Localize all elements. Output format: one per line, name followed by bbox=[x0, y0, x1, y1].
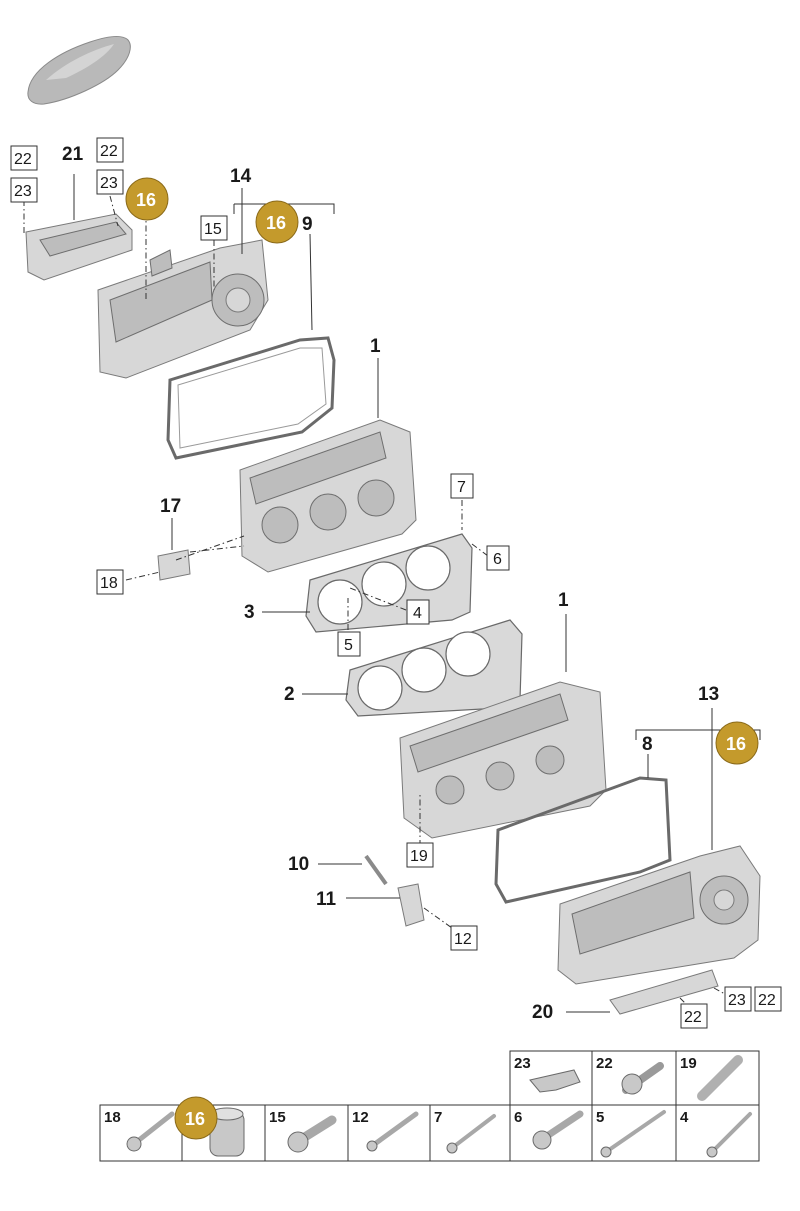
callout-1-upper: 1 bbox=[370, 336, 381, 357]
callout-11: 11 bbox=[316, 889, 337, 910]
cylinder-head-upper-part[interactable] bbox=[239, 419, 417, 573]
dowel-pin-icon bbox=[697, 1055, 743, 1101]
svg-text:16: 16 bbox=[136, 190, 156, 210]
svg-text:7: 7 bbox=[457, 479, 466, 496]
table-cell-5: 5 bbox=[596, 1109, 604, 1126]
callout-13: 13 bbox=[698, 684, 719, 705]
svg-text:18: 18 bbox=[100, 575, 118, 592]
stud-icon bbox=[621, 1062, 664, 1095]
bolt-5-icon bbox=[600, 1110, 666, 1158]
svg-text:16: 16 bbox=[266, 213, 286, 233]
svg-text:22: 22 bbox=[684, 1009, 702, 1026]
callout-20: 20 bbox=[532, 1002, 553, 1023]
cylinder-head-lower-part[interactable] bbox=[399, 681, 607, 839]
clip-nut-icon bbox=[529, 1069, 581, 1093]
ref-box-22a[interactable]: 22 bbox=[10, 145, 38, 171]
bolt-7-icon bbox=[446, 1114, 496, 1154]
callout-8: 8 bbox=[642, 734, 653, 755]
svg-text:19: 19 bbox=[410, 848, 428, 865]
svg-text:23: 23 bbox=[728, 992, 746, 1009]
table-cell-15: 15 bbox=[269, 1109, 286, 1126]
svg-text:12: 12 bbox=[454, 931, 472, 948]
callout-2: 2 bbox=[284, 684, 295, 705]
bolt-6-icon bbox=[532, 1110, 584, 1150]
table-cell-12: 12 bbox=[352, 1109, 369, 1126]
svg-text:22: 22 bbox=[14, 151, 32, 168]
upper-camshaft-housing-part[interactable] bbox=[97, 239, 269, 379]
table-cell-19: 19 bbox=[680, 1055, 697, 1072]
svg-text:22: 22 bbox=[100, 143, 118, 160]
badge-16-right[interactable]: 16 bbox=[715, 721, 759, 765]
bolt-15-icon bbox=[287, 1115, 337, 1153]
callout-1-lower: 1 bbox=[558, 590, 569, 611]
svg-text:23: 23 bbox=[14, 183, 32, 200]
bolt-4-icon bbox=[706, 1112, 752, 1158]
cover-strip-part-20[interactable] bbox=[609, 969, 719, 1015]
ref-box-18[interactable]: 18 bbox=[96, 569, 124, 595]
table-cell-23: 23 bbox=[514, 1055, 531, 1072]
plug-icon bbox=[209, 1107, 245, 1157]
svg-text:4: 4 bbox=[413, 605, 422, 622]
table-cell-18: 18 bbox=[104, 1109, 121, 1126]
sensor-part-10[interactable] bbox=[364, 854, 388, 886]
ref-box-23a[interactable]: 23 bbox=[10, 177, 38, 203]
callout-14: 14 bbox=[230, 166, 252, 187]
callout-21: 21 bbox=[62, 144, 84, 165]
ref-box-22c[interactable]: 22 bbox=[754, 986, 782, 1012]
svg-text:16: 16 bbox=[726, 734, 746, 754]
ref-box-5[interactable]: 5 bbox=[337, 631, 361, 657]
ref-box-6[interactable]: 6 bbox=[486, 545, 510, 571]
svg-text:23: 23 bbox=[100, 175, 118, 192]
table-cell-4: 4 bbox=[680, 1109, 689, 1126]
car-silhouette-icon bbox=[27, 35, 131, 105]
ref-box-22d[interactable]: 22 bbox=[680, 1003, 708, 1029]
badge-16-table[interactable]: 16 bbox=[174, 1096, 218, 1140]
ref-box-22b[interactable]: 22 bbox=[96, 137, 124, 163]
ref-box-12[interactable]: 12 bbox=[450, 925, 478, 951]
lower-camshaft-housing-part[interactable] bbox=[557, 845, 761, 985]
sensor-part-11[interactable] bbox=[397, 883, 425, 927]
valve-cover-gasket-upper-part[interactable] bbox=[166, 336, 336, 460]
svg-text:15: 15 bbox=[204, 221, 222, 238]
ref-box-4[interactable]: 4 bbox=[406, 599, 430, 625]
ref-box-19[interactable]: 19 bbox=[406, 842, 434, 868]
table-cell-7: 7 bbox=[434, 1109, 442, 1126]
callout-9: 9 bbox=[302, 214, 313, 235]
valve-cover-gasket-lower-part[interactable] bbox=[494, 776, 672, 904]
callout-17: 17 bbox=[160, 496, 181, 517]
ref-box-7[interactable]: 7 bbox=[450, 473, 474, 499]
ref-box-23b[interactable]: 23 bbox=[96, 169, 124, 195]
badge-16-top[interactable]: 16 bbox=[255, 200, 299, 244]
table-cell-6: 6 bbox=[514, 1109, 522, 1126]
bolt-12-icon bbox=[366, 1111, 419, 1152]
badge-16-top-left[interactable]: 16 bbox=[125, 177, 169, 221]
table-cell-22: 22 bbox=[596, 1055, 613, 1072]
svg-text:6: 6 bbox=[493, 551, 502, 568]
small-cover-part[interactable] bbox=[25, 213, 133, 281]
ref-box-23c[interactable]: 23 bbox=[724, 986, 752, 1012]
sensor-part-17[interactable] bbox=[157, 549, 191, 581]
callout-10: 10 bbox=[288, 854, 309, 875]
hardware-table: 23 22 19 18 15 12 7 6 5 4 16 bbox=[99, 1050, 760, 1162]
bolt-18-icon bbox=[126, 1111, 175, 1152]
svg-text:16: 16 bbox=[185, 1109, 205, 1129]
head-gasket-2-part[interactable] bbox=[345, 619, 523, 717]
svg-text:5: 5 bbox=[344, 637, 353, 654]
callout-3: 3 bbox=[244, 602, 255, 623]
svg-text:22: 22 bbox=[758, 992, 776, 1009]
ref-box-15[interactable]: 15 bbox=[200, 215, 228, 241]
